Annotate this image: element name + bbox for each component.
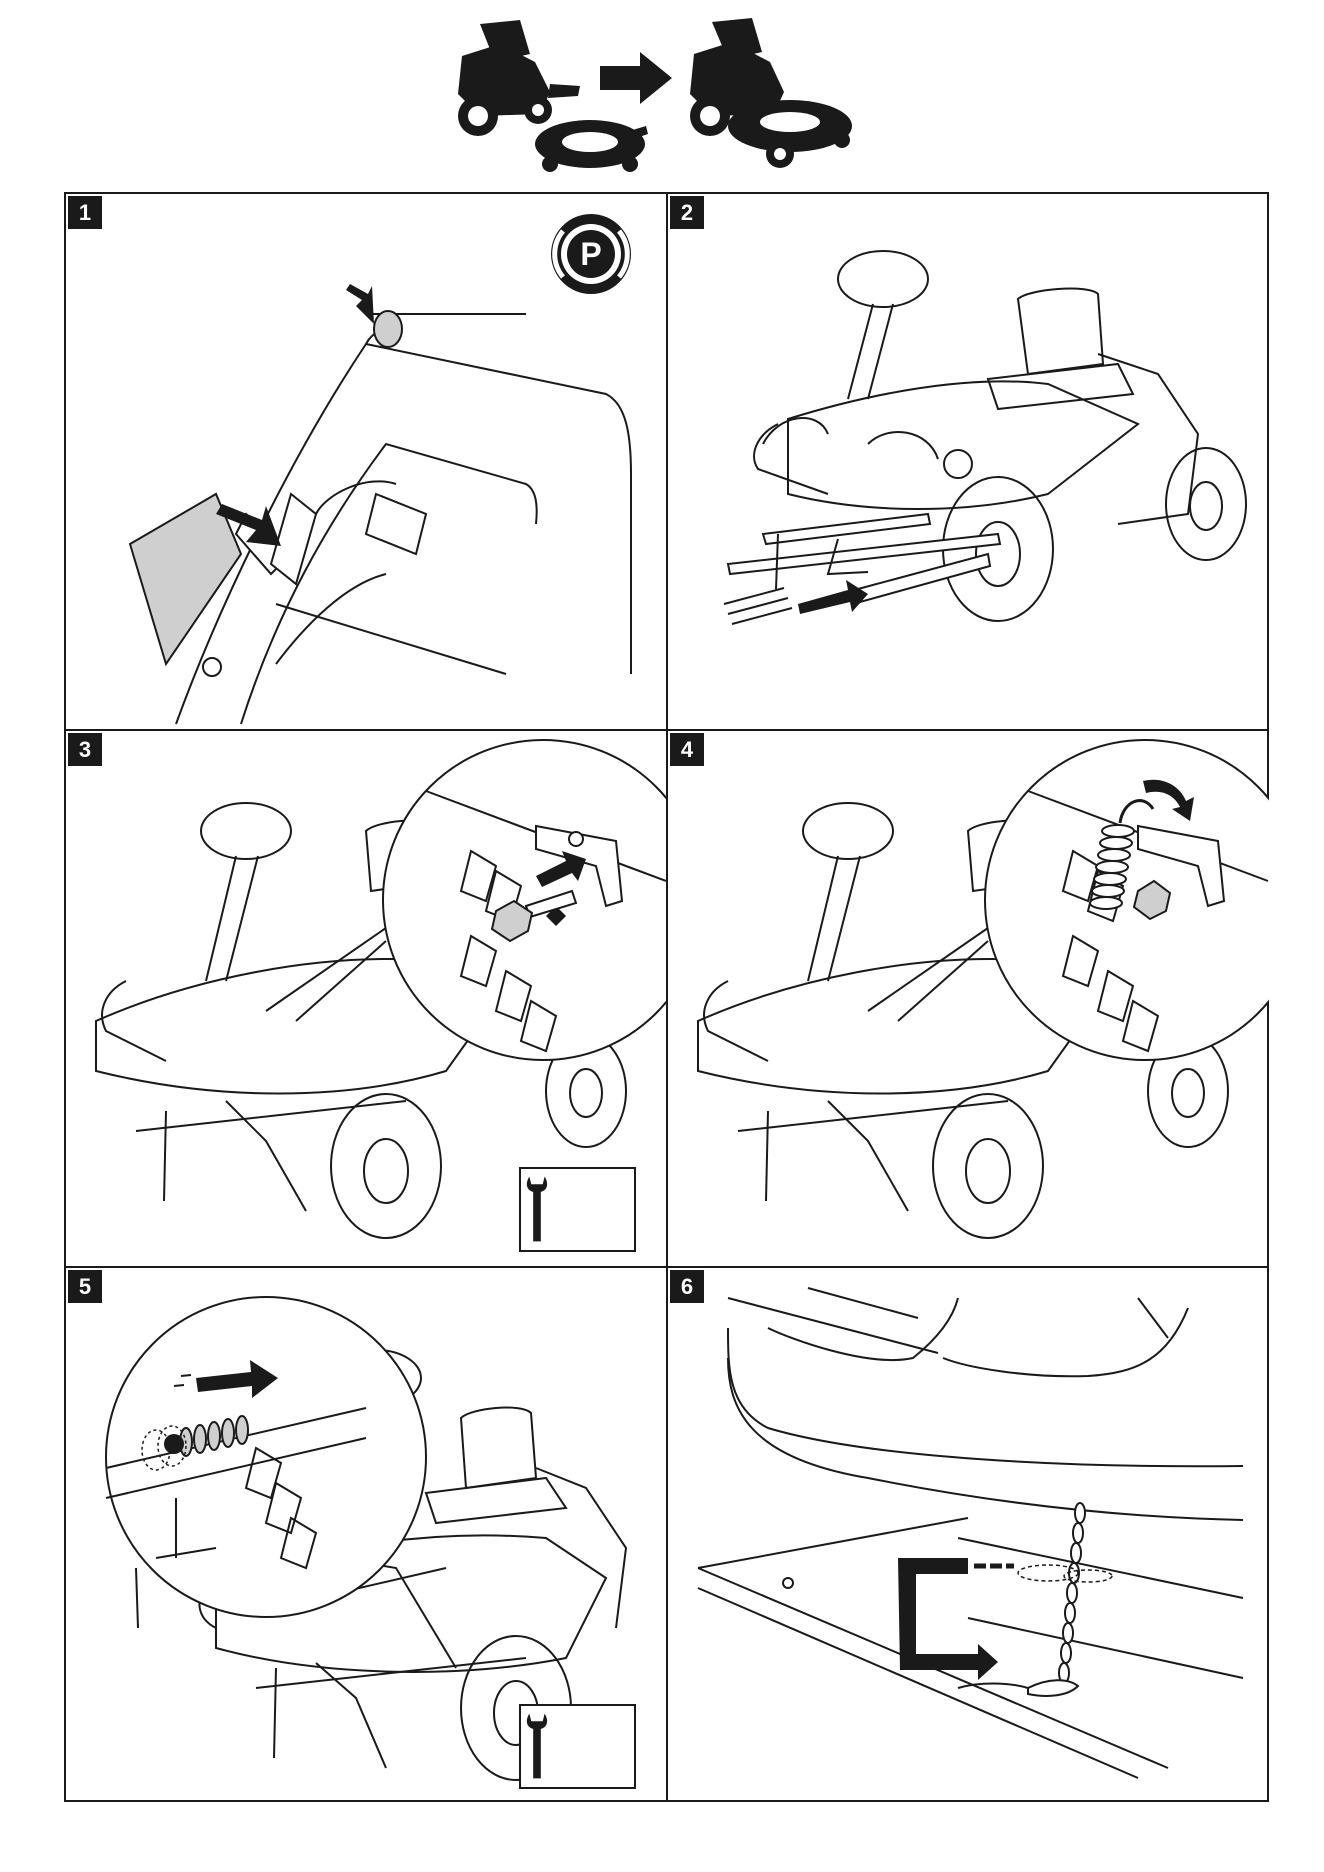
parking-brake-icon: P [546,209,636,299]
arrow-right-icon [600,52,672,104]
panel-step-3: 3 [66,731,666,1266]
chain-icon [1059,1503,1085,1683]
tool-required-box [519,1167,636,1252]
wrench-icon [521,1169,634,1250]
detail-magnifier [985,740,1269,1060]
column-divider [666,194,668,1800]
mower-deck-slide-in-illustration [668,194,1269,729]
panel-step-5: 5 [66,1268,666,1802]
hook-icon [1028,1680,1078,1696]
panel-step-1: P 1 [66,194,666,729]
step-badge: 3 [68,733,102,766]
tool-required-box [519,1704,636,1789]
spring-hook-illustration [668,731,1269,1266]
tractor-with-deck-icon [690,18,852,168]
step-badge: 5 [68,1270,102,1303]
wrench-icon [521,1706,634,1787]
chain-hook-illustration [668,1268,1269,1802]
bracket-arrow-icon [898,1558,998,1680]
arrow-icon [798,580,868,614]
header-illustration [440,14,880,184]
panel-step-6: 6 [668,1268,1269,1802]
pedal-icon [130,494,241,664]
tractor-without-deck-icon [458,20,580,136]
mower-deck-icon [535,120,648,172]
step-badge: 6 [670,1270,704,1303]
step-badge: 2 [670,196,704,229]
panel-step-2: 2 [668,194,1269,729]
step-badge: 1 [68,196,102,229]
panel-step-4: 4 [668,731,1269,1266]
step-badge: 4 [670,733,704,766]
parking-symbol: P [580,236,601,272]
arrow-icon [346,284,374,324]
instruction-grid: P 1 [64,192,1269,1802]
